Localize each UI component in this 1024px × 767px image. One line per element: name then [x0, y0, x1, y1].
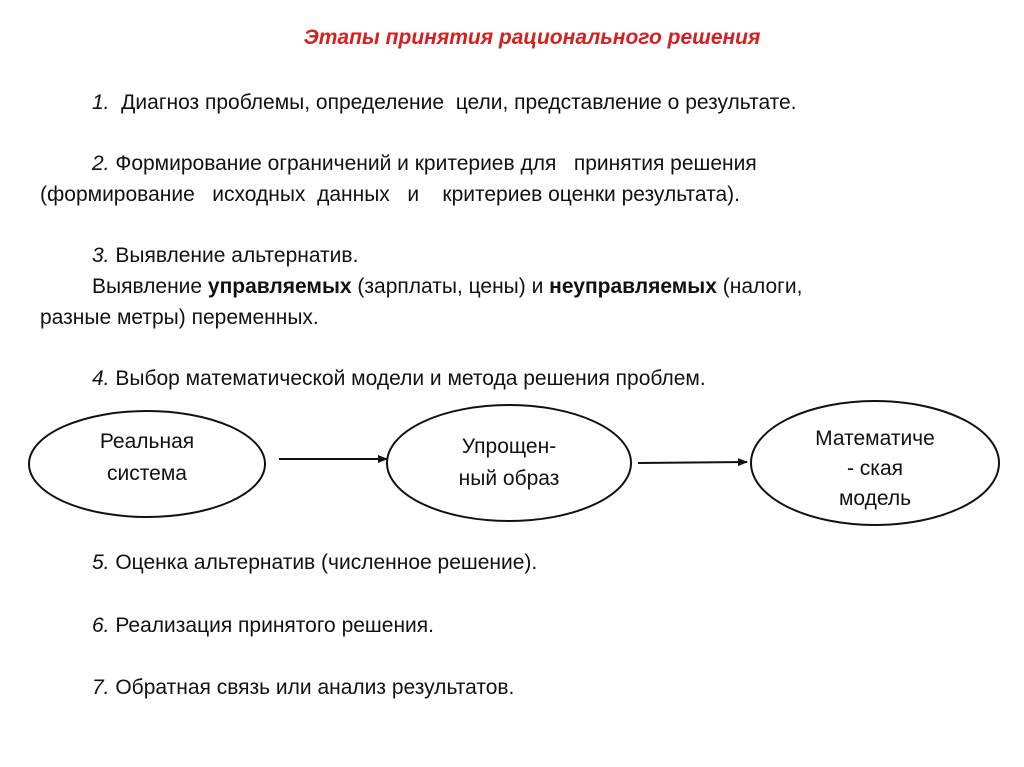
step-3-continuation: разные метры) переменных. [40, 306, 319, 329]
node-3-line-1: Математиче [815, 427, 935, 450]
node-real-system [28, 410, 266, 518]
step-1-number: 1. [92, 91, 110, 114]
step-4-number: 4. [92, 367, 110, 390]
step-7-text: Обратная связь или анализ результатов. [109, 676, 515, 699]
step-4-text: Выбор математической модели и метода реш… [109, 367, 706, 390]
node-1-line-1: Реальная [99, 430, 195, 453]
node-simplified-image [386, 404, 632, 522]
node-real-system-label: Реальная система [57, 426, 237, 490]
step-4: 4. Выбор математической модели и метода … [92, 366, 706, 392]
step-7-number: 7. [92, 676, 110, 699]
step-2: 2. Формирование ограничений и критериев … [92, 151, 757, 177]
node-math-model [750, 400, 1000, 526]
step-5-number: 5. [92, 551, 110, 574]
step-6-text: Реализация принятого решения. [109, 614, 434, 637]
node-3-line-3: модель [838, 487, 912, 510]
step-3: 3. Выявление альтернатив. [92, 243, 358, 269]
node-3-line-2: - ская [846, 457, 904, 480]
step-6: 6. Реализация принятого решения. [92, 613, 434, 639]
step-5-text: Оценка альтернатив (численное решение). [109, 551, 538, 574]
controlled-variables-term: управляемых [207, 275, 352, 298]
step-2-text: Формирование ограничений и критериев для… [109, 152, 757, 175]
node-1-line-2: система [107, 462, 187, 485]
page-title: Этапы принятия рационального решения [303, 26, 761, 49]
step-1-text: Диагноз проблемы, определение цели, пред… [109, 91, 797, 114]
node-simplified-image-label: Упрощен- ный образ [419, 431, 599, 495]
uncontrolled-variables-term: неуправляемых [549, 275, 717, 298]
step-3-number: 3. [92, 244, 110, 267]
step-3-detail-suffix: (налоги, [716, 275, 803, 298]
step-2-continuation: (формирование исходных данных и критерие… [40, 183, 740, 206]
step-6-number: 6. [92, 614, 110, 637]
step-2-number: 2. [92, 152, 110, 175]
step-3-detail-prefix: Выявление [92, 275, 208, 298]
node-2-line-1: Упрощен- [461, 435, 557, 458]
step-3-detail-mid: (зарплаты, цены) и [351, 275, 550, 298]
step-5: 5. Оценка альтернатив (численное решение… [92, 550, 537, 576]
step-1: 1. Диагноз проблемы, определение цели, п… [92, 90, 797, 116]
step-7: 7. Обратная связь или анализ результатов… [92, 675, 514, 701]
node-math-model-label: Математиче - ская модель [775, 424, 975, 514]
step-3-detail: Выявление управляемых (зарплаты, цены) и… [92, 274, 802, 300]
node-2-line-2: ный образ [458, 467, 560, 490]
step-3-text: Выявление альтернатив. [109, 244, 359, 267]
arrow-simplified-to-model [637, 458, 748, 467]
